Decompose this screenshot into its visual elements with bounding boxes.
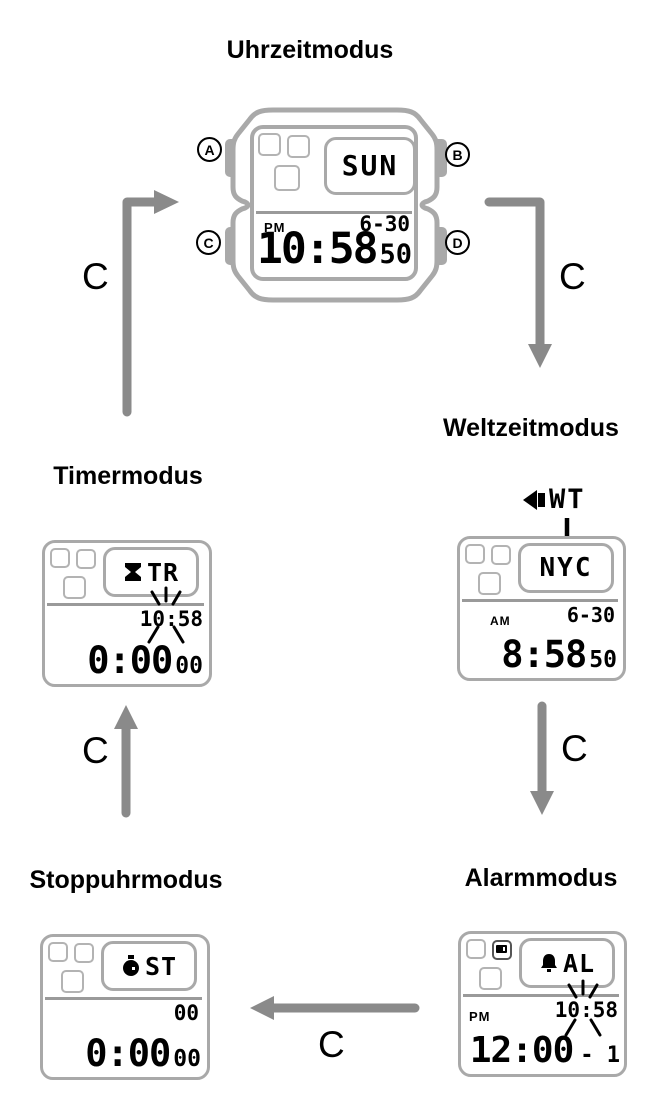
button-a-letter: A [204,141,215,158]
ampm-indicator: PM [264,220,286,235]
stopwatch-label: Stoppuhrmodus [29,866,223,894]
time-row: 12:00 - 1 [463,1033,620,1069]
arrow-timekeeping-to-worldtime [484,197,552,368]
alarm-lcd: AL 10:58 PM 12:00 - 1 [458,931,627,1077]
stopwatch-lcd: ST 00 0:00 00 [40,934,210,1080]
alarm-on-icon [492,940,512,960]
alarm-time-text: 12:00 [469,1030,574,1071]
indicator-square [258,133,281,156]
wt-indicator: WT [523,486,586,513]
seconds-text: 00 [173,1046,201,1072]
time-text: 0:00 [87,639,173,682]
transition-key-label: C [559,256,586,297]
button-b-label: B [445,142,470,167]
lcd-divider [47,603,204,606]
lcd-divider [462,599,618,602]
mode-panel: AL [519,938,615,988]
bell-icon [540,954,557,972]
worldtime-lcd: NYC AM 6-30 8:58 50 [457,536,626,681]
date-text: 6-30 [359,212,410,236]
seconds-text: 00 [175,653,203,679]
hourglass-icon [124,563,141,581]
worldtime-label: Weltzeitmodus [443,414,619,442]
indicator-square [61,970,84,993]
ampm-indicator: AM [490,614,511,628]
mode-panel: NYC [518,543,614,593]
ampm-indicator: PM [469,1009,491,1024]
button-c-label: C [196,230,221,255]
date-text: 6-30 [566,603,615,627]
lcd-divider [463,994,619,997]
alarm-label: Alarmmodus [464,864,618,892]
time-row: 10:58 50 [256,228,412,271]
button-c-letter: C [203,234,214,251]
button-d-label: D [445,230,470,255]
mode-text: AL [562,948,596,978]
indicator-square [479,967,502,990]
timer-lcd: TR 10:58 0:00 00 [42,540,212,687]
time-text: 8:58 [501,633,587,676]
current-time-small: 10:58 [139,607,203,631]
button-b-letter: B [452,146,463,163]
timekeeping-lcd: SUN PM 6-30 10:58 50 [250,125,418,281]
indicator-square [466,939,486,959]
mode-panel: TR [103,547,199,597]
wt-indicator-text: WT [549,484,586,515]
page-title: Uhrzeitmodus [226,36,394,64]
mode-text: SUN [341,149,399,182]
alarm-number-text: - 1 [580,1043,620,1068]
button-d-letter: D [452,234,463,251]
mode-panel: SUN [324,137,416,195]
transition-key-label: C [318,1024,345,1065]
lcd-divider [45,997,202,1000]
lap-text: 00 [173,1001,199,1025]
indicator-square [63,576,86,599]
arrow-timer-to-timekeeping [122,190,179,417]
arrow-worldtime-to-alarm [530,701,554,815]
seconds-text: 50 [379,239,412,270]
timer-label: Timermodus [53,462,203,490]
indicator-square [48,942,68,962]
lcd-divider [256,211,412,214]
mode-panel: ST [101,941,197,991]
transition-key-label: C [561,728,588,769]
button-a-label: A [197,137,222,162]
time-text: 0:00 [85,1032,171,1075]
time-row: 0:00 00 [47,642,203,679]
seconds-text: 50 [589,647,617,673]
left-arrow-icon [523,489,545,510]
time-text: 10:58 [257,224,378,274]
mode-text: NYC [539,553,593,583]
current-time-small: 10:58 [554,998,618,1022]
indicator-square [478,572,501,595]
time-row: 8:58 50 [462,636,617,673]
indicator-square [274,165,300,191]
indicator-square [50,548,70,568]
indicator-square [74,943,94,963]
transition-key-label: C [82,730,109,771]
arrow-alarm-to-stopwatch [250,996,420,1020]
mode-text: TR [146,557,180,587]
indicator-square [76,549,96,569]
indicator-square [491,545,511,565]
stopwatch-icon [122,955,139,976]
arrow-stopwatch-to-timer [114,705,138,818]
mode-text: ST [144,951,178,981]
transition-key-label: C [82,256,109,297]
time-row: 0:00 00 [45,1035,201,1072]
indicator-square [287,135,310,158]
indicator-square [465,544,485,564]
